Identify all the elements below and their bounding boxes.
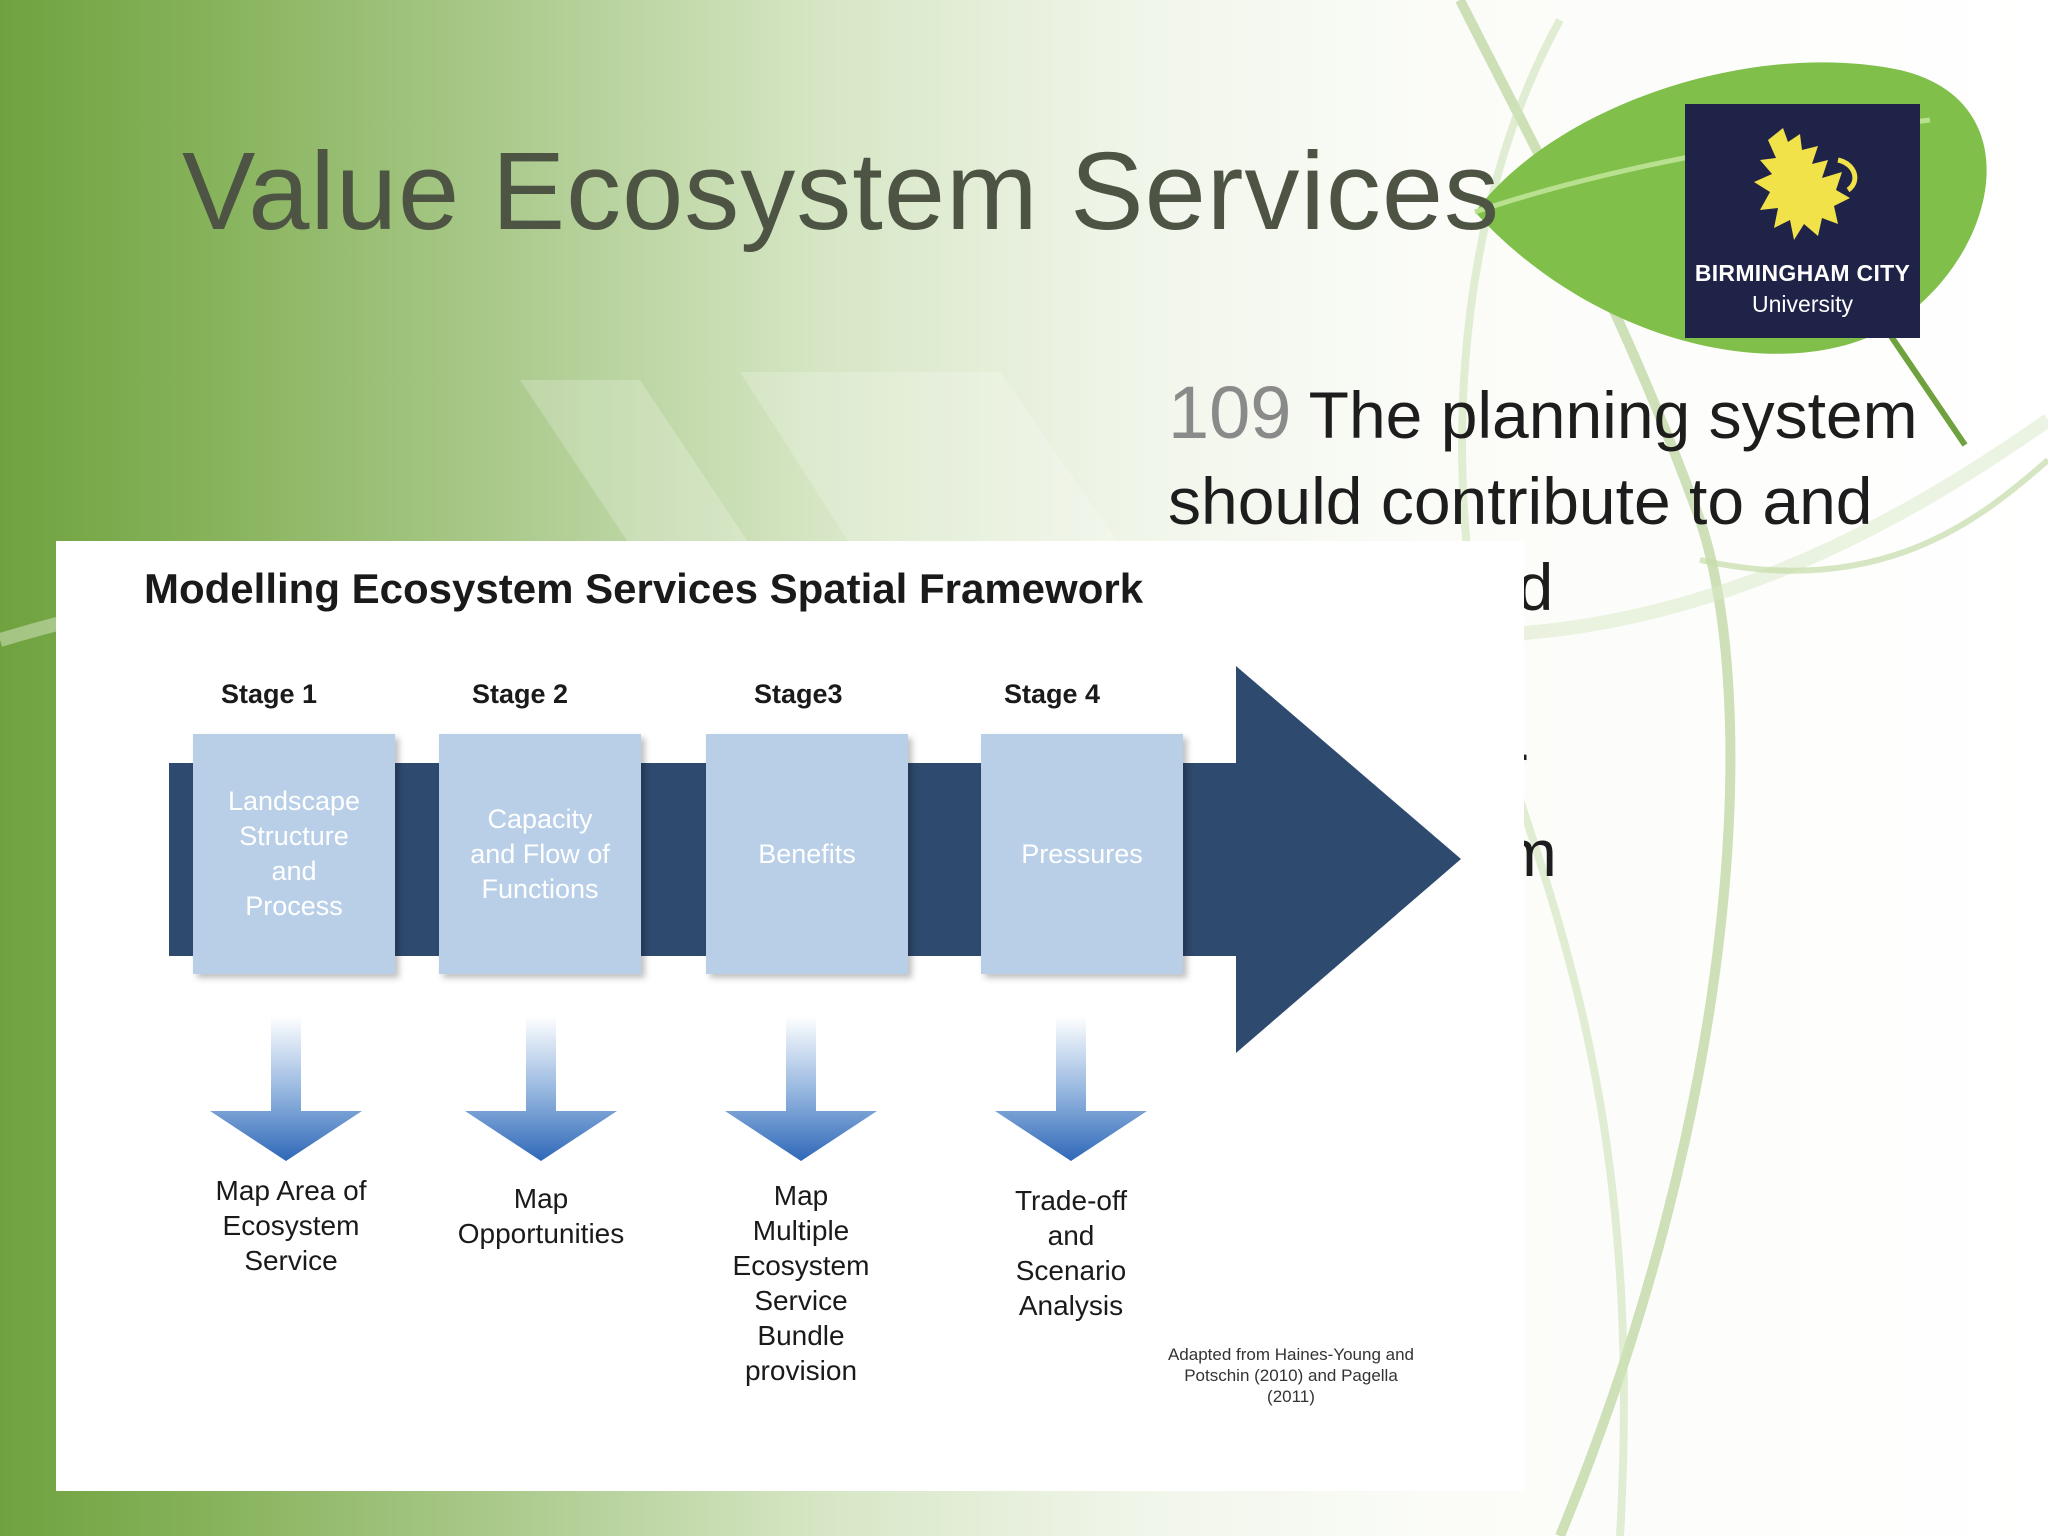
down-arrow-1 <box>210 1016 362 1161</box>
figure-title: Modelling Ecosystem Services Spatial Fra… <box>144 565 1144 612</box>
body-line-2: should contribute to and <box>1168 464 1873 538</box>
framework-figure: Modelling Ecosystem Services Spatial Fra… <box>56 541 1524 1491</box>
stage-label-3: Stage3 <box>754 679 843 709</box>
stage-output-2: Map Opportunities <box>457 1183 625 1249</box>
lion-emblem-icon <box>1753 128 1857 240</box>
paragraph-number: 109 <box>1168 371 1292 454</box>
down-arrow-3 <box>725 1016 877 1161</box>
stage-output-4: Trade-off and Scenario Analysis <box>1014 1185 1128 1321</box>
figure-credit: Adapted from Haines-Young and Potschin (… <box>1167 1345 1415 1406</box>
down-arrow-4 <box>995 1016 1147 1161</box>
stage-box-2: Capacity and Flow of Functions <box>439 734 641 974</box>
stage-output-1: Map Area of Ecosystem Service <box>215 1175 367 1276</box>
university-logo: BIRMINGHAM CITY University <box>1685 104 1920 338</box>
down-arrow-2 <box>465 1016 617 1161</box>
stage-box-4: Pressures <box>981 734 1183 974</box>
logo-text-line2: University <box>1752 291 1853 317</box>
slide-title: Value Ecosystem Services <box>182 130 1501 253</box>
stage-label-4: Stage 4 <box>1004 679 1101 709</box>
stage-output-3: Map Multiple Ecosystem Service Bundle pr… <box>732 1180 870 1386</box>
stage-box-1: Landscape Structure and Process <box>193 734 395 974</box>
body-line-1: 109 The planning system <box>1168 371 1918 454</box>
logo-text-line1: BIRMINGHAM CITY <box>1694 260 1911 286</box>
stage-label-1: Stage 1 <box>221 679 318 709</box>
stage-box-3: Benefits <box>706 734 908 974</box>
stage-label-2: Stage 2 <box>472 679 569 709</box>
